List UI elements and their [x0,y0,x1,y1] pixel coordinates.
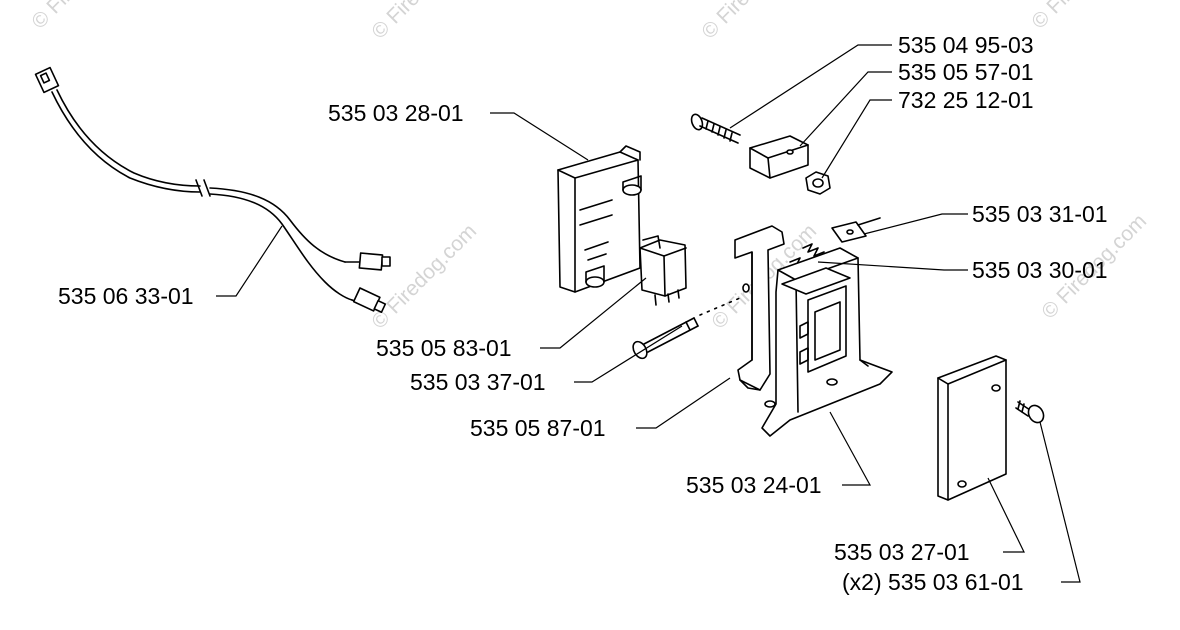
leader-535-06-33-01 [216,225,283,297]
label-535-03-24-01: 535 03 24-01 [686,472,822,498]
bracket-part [749,135,809,179]
leader-535-03-27-01 [987,477,1025,553]
watermark: © Firedog.com [27,0,141,34]
watermark: © Firedog.com [367,0,481,44]
part-labels: 535 04 95-03 535 05 57-01 732 25 12-01 5… [58,32,1108,595]
small-plate-part [831,217,881,243]
micro-switch-part [639,235,687,306]
label-535-03-37-01: 535 03 37-01 [410,369,546,395]
housing-plate-part [557,145,642,293]
leader-535-03-31-01 [863,213,968,235]
label-535-03-28-01: 535 03 28-01 [328,100,464,126]
leader-535-03-30-01 [817,261,968,271]
watermark: © Firedog.com [697,0,811,44]
leader-732-25-12-01 [821,99,892,179]
label-732-25-12-01: 732 25 12-01 [898,87,1034,113]
wire-harness-part [34,66,391,314]
leader-535-03-61-01 [1039,421,1081,583]
watermark: © Firedog.com [367,220,481,334]
leader-535-03-37-01 [574,325,683,383]
screw-part [690,113,741,144]
label-535-05-57-01: 535 05 57-01 [898,59,1034,85]
nut-part [805,171,831,195]
label-535-03-61-01: (x2) 535 03 61-01 [842,569,1024,595]
leader-lines [216,44,1081,583]
label-535-05-83-01: 535 05 83-01 [376,335,512,361]
leader-535-05-83-01 [540,277,647,349]
cover-plate-part [937,355,1007,501]
label-535-05-87-01: 535 05 87-01 [470,415,606,441]
cover-screw-part [1015,400,1045,424]
main-housing-part [761,247,893,437]
leader-535-05-87-01 [636,377,731,429]
watermark: © Firedog.com [1027,0,1141,34]
leader-535-03-24-01 [829,411,872,486]
label-535-03-30-01: 535 03 30-01 [972,257,1108,283]
label-535-06-33-01: 535 06 33-01 [58,283,194,309]
leader-535-04-95-03 [729,44,892,129]
label-535-03-27-01: 535 03 27-01 [834,539,970,565]
lever-arm-part [734,225,785,391]
label-535-04-95-03: 535 04 95-03 [898,32,1034,58]
leader-535-03-28-01 [490,112,589,161]
leader-535-05-57-01 [799,71,892,147]
label-535-03-31-01: 535 03 31-01 [972,201,1108,227]
